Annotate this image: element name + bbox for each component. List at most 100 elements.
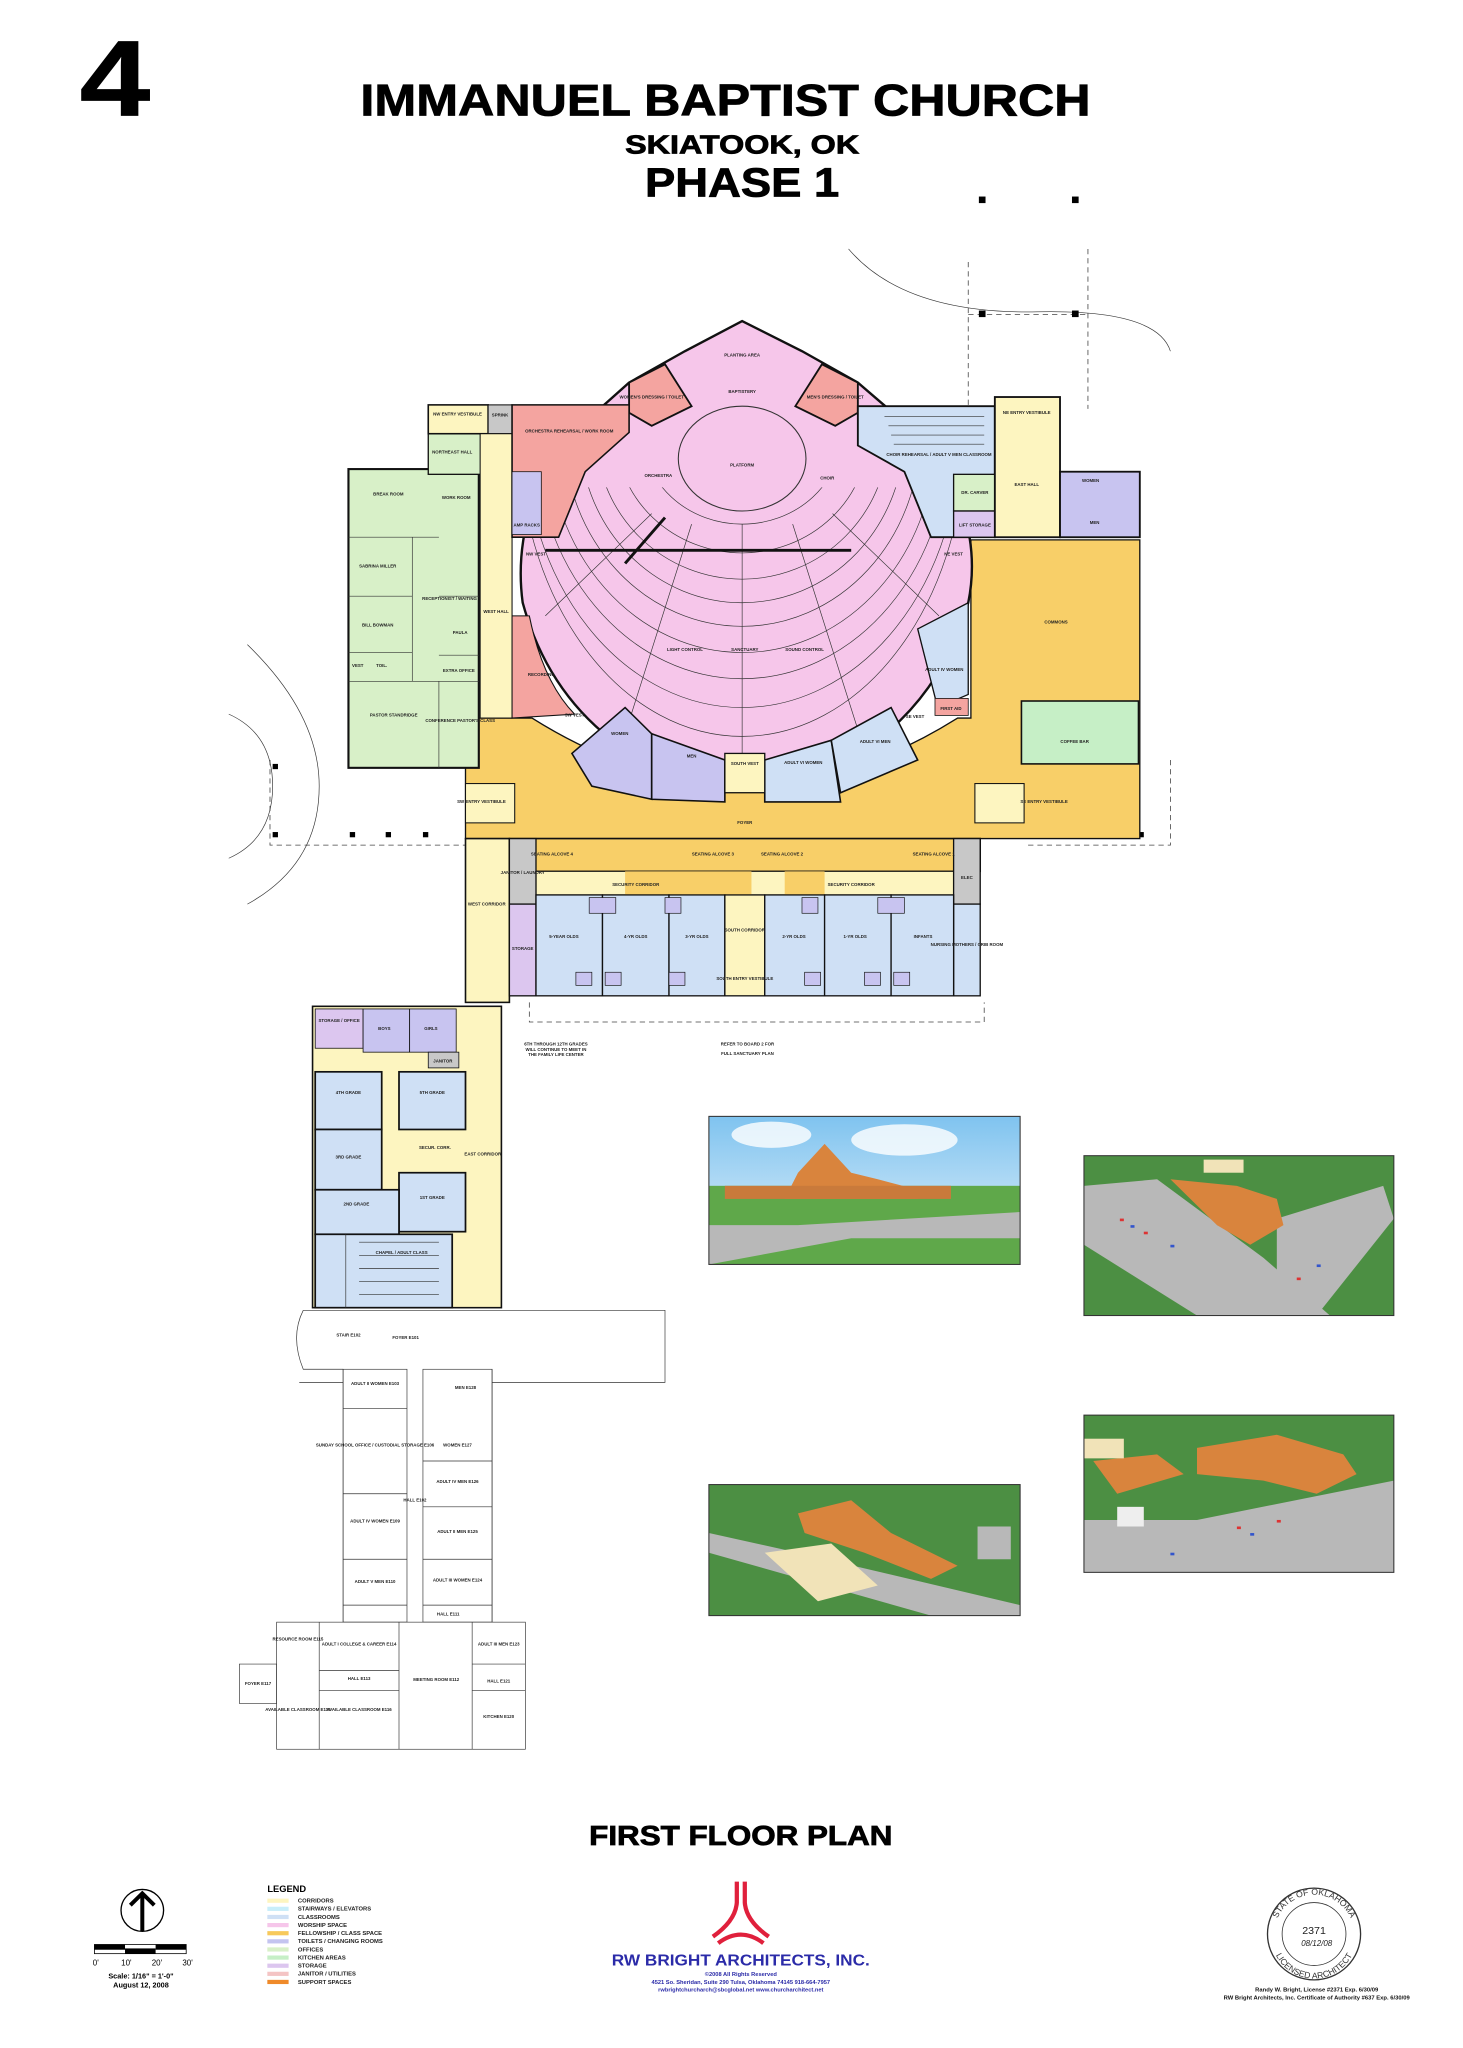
- refer-note: REFER TO BOARD 2 FOR: [721, 1042, 775, 1047]
- room-label: INFANTS: [914, 934, 933, 939]
- room-label: TOIL.: [376, 663, 387, 668]
- room-label: COFFEE BAR: [1060, 739, 1089, 744]
- legend-label: JANITOR / UTILITIES: [298, 1972, 356, 1978]
- firm-address: 4521 So. Sheridan, Suite 290 Tulsa, Okla…: [652, 1980, 831, 1986]
- room-label: AVAILABLE CLASSROOM E116: [326, 1707, 392, 1712]
- classroom-toilets: [575, 897, 911, 986]
- room-label: ADULT IV WOMEN E109: [350, 1519, 400, 1524]
- rendering-aerial-east: [1083, 1415, 1394, 1573]
- room-label: RESOURCE ROOM E115: [273, 1637, 324, 1642]
- room-label: HALL E113: [348, 1676, 371, 1681]
- room-label: EXTRA OFFICE: [443, 668, 475, 673]
- refer-note: FULL SANCTUARY PLAN: [721, 1051, 774, 1056]
- room-label: ORCHESTRA REHEARSAL / WORK ROOM: [525, 428, 614, 433]
- room-label: FIRST AID: [940, 706, 961, 711]
- room-label: AVAILABLE CLASSROOM E118: [265, 1707, 331, 1712]
- grades-note: WILL CONTINUE TO MEET IN: [526, 1047, 587, 1052]
- room-label: ADULT III WOMEN E124: [433, 1578, 483, 1583]
- room-label: ADULT IV MEN E126: [436, 1479, 479, 1484]
- room-label: WOMEN: [1082, 478, 1099, 483]
- room-label: WOMEN'S DRESSING / TOILET: [619, 394, 684, 399]
- project-location: SKIATOOK, OK: [625, 129, 859, 159]
- plan-title: FIRST FLOOR PLAN: [589, 1820, 892, 1851]
- room-label: SE VEST: [906, 714, 925, 719]
- south-corridor: [724, 894, 766, 997]
- room-label: EAST CORRIDOR: [464, 1152, 502, 1157]
- adult-vi-men-room: [830, 706, 919, 794]
- legend-label: CLASSROOMS: [298, 1915, 340, 1921]
- room-label: SOUTH CORRIDOR: [725, 928, 766, 933]
- seal-date: 08/12/08: [1301, 1939, 1333, 1948]
- coffee-bar: [1020, 700, 1140, 765]
- room-label: NW VEST: [526, 552, 546, 557]
- room-label: SPRINK: [492, 413, 509, 418]
- room-label: DR. CARVER: [961, 490, 989, 495]
- room-label: 2-YR OLDS: [782, 934, 805, 939]
- room-label: PASTOR STANDRIDGE: [370, 713, 418, 718]
- room-label: NE ENTRY VESTIBULE: [1003, 410, 1051, 415]
- platform: [677, 405, 807, 512]
- room-label: PLANTING AREA: [724, 352, 761, 357]
- room-label: NW ENTRY VESTIBULE: [433, 411, 482, 416]
- firm-copyright: ©2008 All Rights Reserved: [705, 1971, 778, 1978]
- firm-contact: rwbrightchurcharch@sbcglobal.net www.chu…: [658, 1988, 823, 1994]
- room-label: 4TH GRADE: [336, 1090, 361, 1095]
- legend-title: LEGEND: [267, 1884, 306, 1894]
- legend-label: KITCHEN AREAS: [298, 1955, 346, 1961]
- room-label: MEN E128: [455, 1385, 477, 1390]
- room-label: HALL E121: [487, 1678, 511, 1683]
- south-vestibule: [724, 752, 766, 794]
- room-label: 5-YEAR OLDS: [549, 934, 579, 939]
- room-label: 3RD GRADE: [336, 1154, 362, 1159]
- first-aid-room: [934, 697, 969, 716]
- room-label: KITCHEN E120: [483, 1714, 514, 1719]
- rendering-aerial-south: [708, 1484, 1021, 1616]
- firm-logo: [711, 1881, 770, 1945]
- classroom-3rd-grade: [314, 1128, 383, 1191]
- room-label: WORK ROOM: [442, 495, 471, 500]
- room-labels: PLANTING AREA BAPTISTERY WOMEN'S DRESSIN…: [245, 352, 1100, 1718]
- room-label: ADULT VI MEN: [860, 739, 891, 744]
- room-label: ADULT I COLLEGE & CAREER E114: [322, 1642, 397, 1647]
- boys-toilet: [362, 1008, 411, 1053]
- east-toilets: [1059, 470, 1141, 539]
- legend-label: OFFICES: [298, 1947, 323, 1953]
- room-label: 4-YR OLDS: [624, 934, 647, 939]
- room-label: PLATFORM: [730, 462, 754, 467]
- rendering-aerial-north: [1083, 1155, 1394, 1316]
- room-label: SABRINA MILLER: [359, 563, 397, 568]
- room-label: BOYS: [378, 1026, 391, 1031]
- room-label: 3-YR OLDS: [685, 934, 708, 939]
- scale-tick: 20': [152, 1959, 163, 1968]
- room-label: JANITOR / LAUNDRY: [501, 870, 545, 875]
- room-label: WOMEN E127: [443, 1443, 472, 1448]
- room-label: STORAGE: [512, 946, 534, 951]
- room-label: ADULT III MEN E123: [478, 1642, 520, 1647]
- legend-swatch: [267, 1922, 289, 1928]
- project-phase: PHASE 1: [645, 160, 839, 206]
- room-label: SEATING ALCOVE 1: [913, 852, 956, 857]
- recording-room: [511, 615, 576, 719]
- room-label: CHOIR REHEARSAL / ADULT V MEN CLASSROOM: [886, 452, 992, 457]
- legend-swatch: [267, 1931, 289, 1936]
- room-label: ADULT V MEN E110: [355, 1579, 396, 1584]
- storage-room: [508, 903, 537, 997]
- graphic-scale-bar: [94, 1944, 187, 1955]
- room-label: GIRLS: [424, 1026, 437, 1031]
- room-label: SOUTH VEST: [731, 761, 759, 766]
- room-label: CONFERENCE PASTOR'S CLASS: [425, 718, 495, 723]
- room-label: PAULA: [453, 630, 469, 635]
- room-label: RECORDING: [528, 672, 555, 677]
- room-label: SE ENTRY VESTIBULE: [1020, 799, 1068, 804]
- firm-name: RW BRIGHT ARCHITECTS, INC.: [612, 1953, 870, 1970]
- legend-label: STORAGE: [298, 1964, 327, 1970]
- legend-label: WORSHIP SPACE: [298, 1923, 347, 1929]
- drawing-date: August 12, 2008: [113, 1981, 169, 1990]
- adult-iv-women-room: [916, 601, 969, 709]
- room-label: 1ST GRADE: [420, 1195, 445, 1200]
- legend-swatch: [267, 1898, 289, 1903]
- room-label: STORAGE / OFFICE: [319, 1018, 360, 1023]
- room-label: WOMEN: [611, 731, 628, 736]
- legend-swatch: [267, 1947, 289, 1952]
- room-label: 2ND GRADE: [344, 1202, 370, 1207]
